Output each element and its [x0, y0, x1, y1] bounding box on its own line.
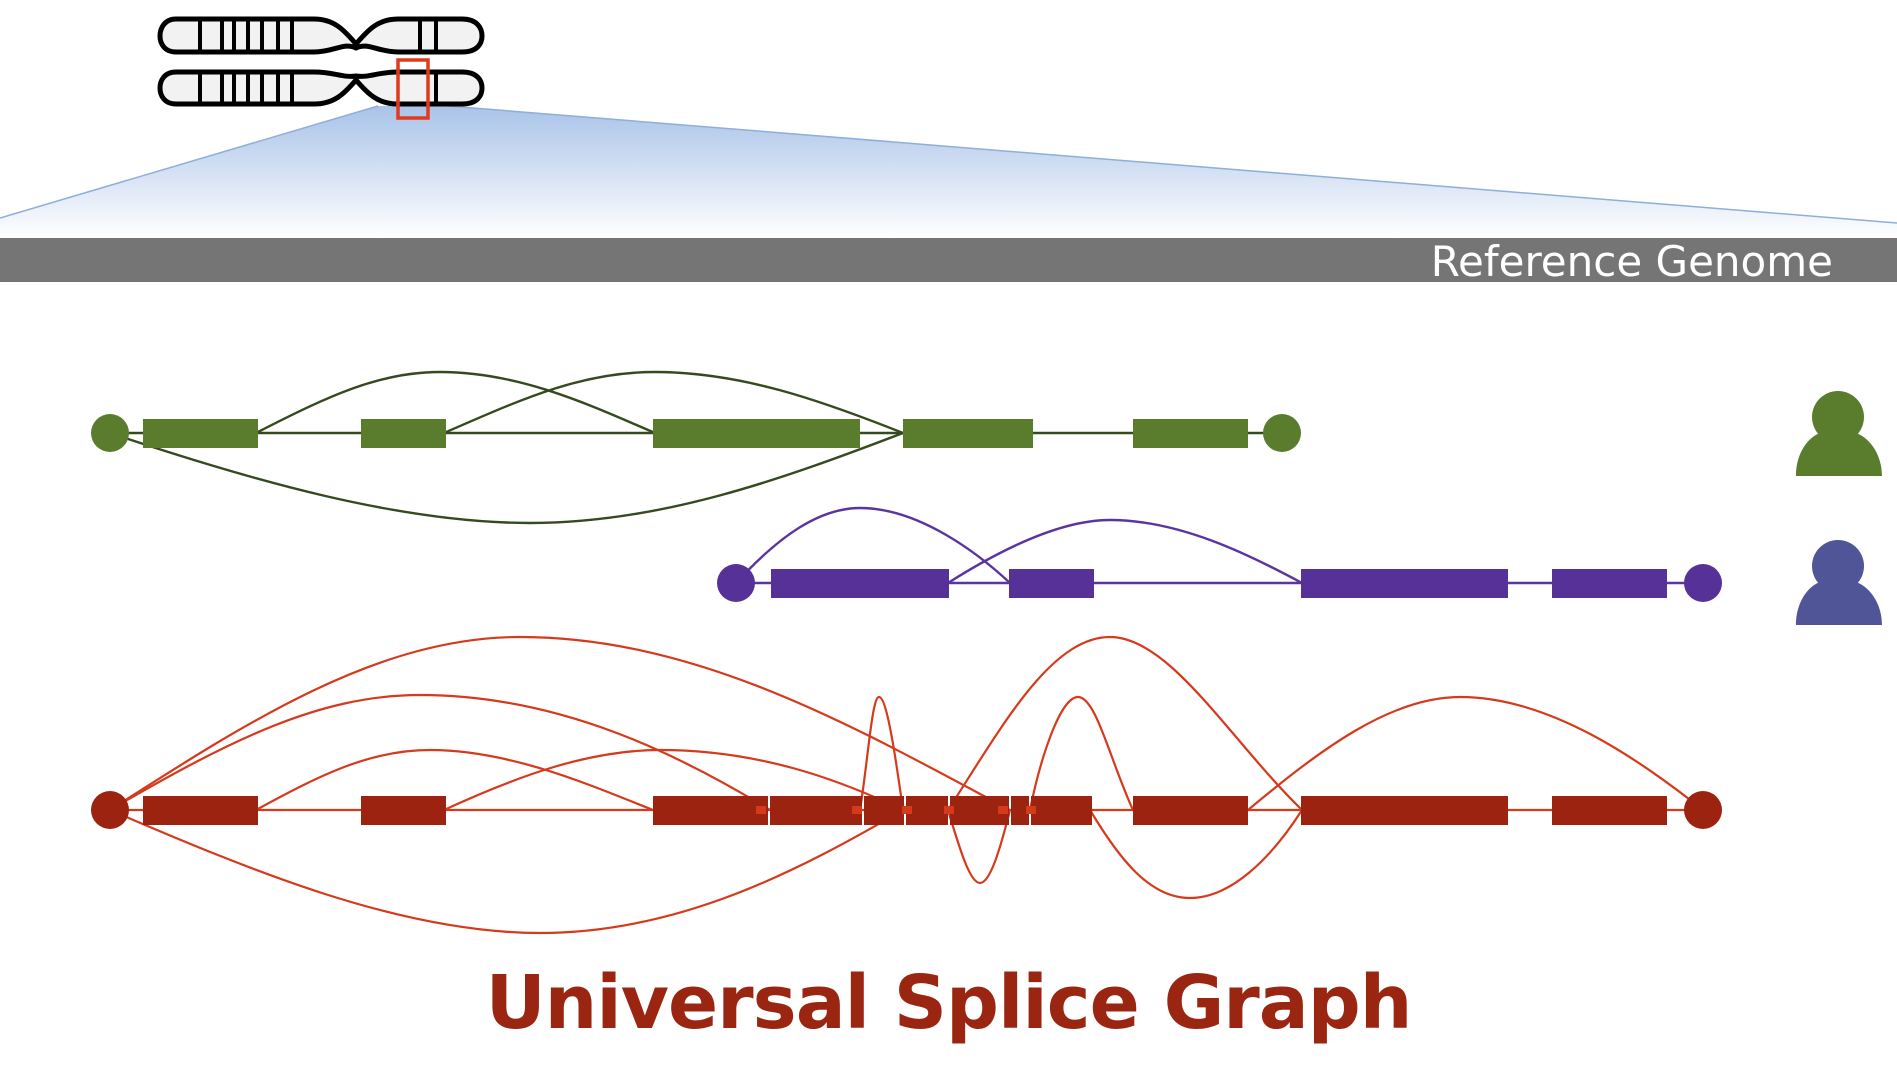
intron-edge [735, 506, 1011, 584]
exon [771, 569, 949, 598]
splice-site-mark [852, 806, 862, 814]
exon [1009, 569, 1094, 598]
splice-site-mark [998, 806, 1008, 814]
exon [864, 796, 904, 825]
exon [1552, 796, 1667, 825]
exon [1011, 796, 1029, 825]
start-node [91, 414, 129, 452]
exon [1031, 796, 1092, 825]
exon [1552, 569, 1667, 598]
individual-1-splice-graph [91, 370, 1301, 525]
exon [906, 796, 948, 825]
reference-genome-bar [0, 238, 1897, 282]
exon [361, 419, 446, 448]
exon [1133, 419, 1248, 448]
intron-edge [858, 695, 905, 811]
end-node [1684, 564, 1722, 602]
intron-edge [946, 809, 1012, 885]
splice-site-mark [902, 806, 912, 814]
start-node [91, 791, 129, 829]
intron-edge [109, 431, 904, 525]
zoom-line-right [447, 105, 1897, 224]
intron-edge [109, 693, 771, 811]
chromosome-region-highlight [396, 58, 430, 120]
exon [770, 796, 862, 825]
reference-genome-label: Reference Genome [1430, 237, 1833, 286]
individual-2-splice-graph [717, 506, 1722, 602]
intron-edge [109, 635, 1011, 811]
zoom-wedge [0, 106, 1897, 238]
zoom-line-left [0, 105, 379, 219]
end-node [1684, 791, 1722, 829]
exon [1133, 796, 1248, 825]
splice-site-mark [756, 806, 766, 814]
exon [143, 419, 258, 448]
exon [653, 796, 768, 825]
exon [143, 796, 258, 825]
start-node [717, 564, 755, 602]
intron-edge [1089, 809, 1303, 900]
splice-site-mark [944, 806, 954, 814]
intron-edge [443, 370, 904, 435]
exon [653, 419, 860, 448]
exon [361, 796, 446, 825]
person-icon [1796, 540, 1882, 625]
exon [1301, 796, 1508, 825]
intron-edge [255, 748, 654, 812]
intron-edge [947, 635, 1303, 811]
diagram-title: Universal Splice Graph [485, 960, 1413, 1046]
splice-site-mark [1026, 806, 1036, 814]
universal-splice-graph [91, 635, 1722, 935]
person-icon [1796, 391, 1882, 476]
intron-edge [1247, 695, 1704, 811]
intron-edge [947, 518, 1303, 585]
intron-edge [255, 370, 656, 435]
exon [903, 419, 1033, 448]
exon [1301, 569, 1508, 598]
end-node [1263, 414, 1301, 452]
intron-edge [109, 808, 904, 935]
intron-edge [1028, 695, 1134, 811]
chromosome-icon [157, 16, 485, 107]
